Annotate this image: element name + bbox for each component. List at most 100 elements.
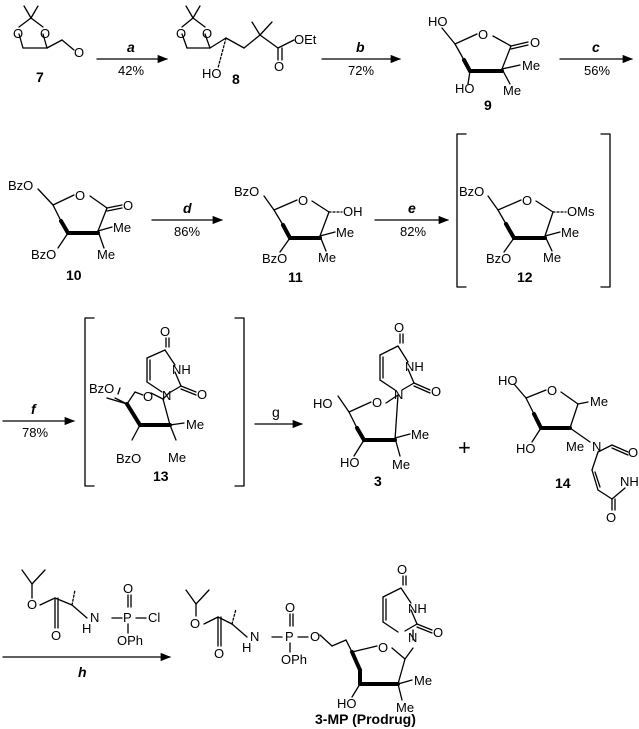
- atom-label: BzO: [89, 381, 115, 396]
- atom-label: Me: [97, 247, 116, 262]
- structure-14: [513, 383, 629, 511]
- atom-label: O: [606, 510, 617, 525]
- structure-9: [441, 27, 529, 85]
- atom-label: N: [250, 629, 260, 644]
- atom-label: NH: [405, 359, 424, 374]
- yield-label-a: 42%: [118, 63, 145, 78]
- atom-label: N: [592, 439, 602, 454]
- structure-7: [18, 5, 75, 51]
- atom-label: H: [242, 640, 252, 655]
- compound-number: 10: [66, 267, 82, 283]
- atom-label: Me: [561, 225, 580, 240]
- atom-label: Me: [186, 417, 205, 432]
- atom-label: O: [628, 445, 639, 460]
- atom-label: O: [51, 628, 62, 643]
- atom-label: O: [310, 629, 321, 644]
- atom-label: Me: [411, 427, 430, 442]
- atom-label: Me: [414, 673, 433, 688]
- brackets: [84, 133, 611, 487]
- atom-label: Me: [590, 394, 609, 409]
- structure-prodrug: [185, 575, 433, 701]
- atom-label: O: [378, 640, 389, 655]
- compound-number: 12: [517, 269, 533, 285]
- atom-label: BzO: [116, 451, 142, 466]
- reagent-label-g: g: [272, 404, 280, 420]
- structure-10: [37, 188, 123, 249]
- atom-label: BzO: [8, 178, 34, 193]
- atom-label: O: [27, 597, 38, 612]
- structure-reagent-h: [21, 569, 147, 634]
- atom-label: OPh: [117, 633, 144, 648]
- plus-sign: +: [458, 435, 471, 460]
- structure-13: [106, 337, 197, 441]
- atom-label: OEt: [294, 32, 317, 47]
- atom-label: OMs: [567, 204, 595, 219]
- atom-label: O: [530, 35, 541, 50]
- atom-label: HO: [313, 396, 333, 411]
- atom-label: Me: [543, 250, 562, 265]
- atom-label: Me: [392, 457, 411, 472]
- atom-label: HO: [202, 66, 222, 81]
- atom-label: O: [75, 188, 86, 203]
- atom-label: P: [285, 629, 294, 644]
- atom-label: NH: [172, 362, 191, 377]
- atom-label: OH: [343, 204, 363, 219]
- atom-label: O: [123, 198, 134, 213]
- atom-label: HO: [455, 81, 475, 96]
- atom-label: N: [162, 388, 172, 403]
- atom-label: HO: [498, 373, 518, 388]
- compound-number: 9: [484, 97, 492, 113]
- atom-label: O: [160, 324, 171, 339]
- compound-number: 7: [36, 69, 44, 85]
- yield-label-b: 72%: [348, 63, 375, 78]
- atom-label: BzO: [459, 184, 485, 199]
- reaction-arrows: [2, 54, 634, 662]
- compound-number: 14: [555, 475, 571, 491]
- atom-label: Me: [168, 450, 187, 465]
- atom-label: O: [176, 26, 187, 41]
- structure-11: [263, 195, 343, 253]
- atom-label: P: [123, 610, 132, 625]
- bracket-13-right: [234, 317, 245, 487]
- yield-label-d: 86%: [174, 224, 201, 239]
- atom-label: HO: [340, 455, 360, 470]
- atom-label: O: [123, 581, 134, 596]
- reagent-label-h: h: [78, 664, 87, 680]
- compound-number: 8: [232, 71, 240, 87]
- atom-label: O: [547, 383, 558, 398]
- atom-label: O: [433, 625, 444, 640]
- yield-label-c: 56%: [584, 63, 611, 78]
- compound-number: 13: [153, 468, 169, 484]
- atom-label: O: [13, 26, 24, 41]
- atom-label: BzO: [31, 247, 57, 262]
- reagent-label-d: d: [183, 200, 192, 216]
- atom-label: BzO: [486, 251, 512, 266]
- yield-label-f: 78%: [22, 425, 49, 440]
- atom-label: N: [408, 630, 418, 645]
- atom-label: O: [74, 45, 85, 60]
- atom-label: O: [298, 193, 309, 208]
- atom-label: O: [522, 193, 533, 208]
- bracket-13-left: [84, 317, 95, 487]
- compound-number: 11: [288, 269, 303, 285]
- atom-label: O: [214, 646, 225, 661]
- atom-label: N: [90, 610, 100, 625]
- atom-label: O: [431, 384, 442, 399]
- atom-label: HO: [516, 441, 536, 456]
- compound-number: 3-MP (Prodrug): [315, 711, 416, 727]
- atom-label: Me: [318, 250, 337, 265]
- atom-label: Cl: [148, 610, 161, 625]
- atom-label: HO: [428, 14, 448, 29]
- atom-label: O: [397, 562, 408, 577]
- atom-label: O: [40, 26, 51, 41]
- atom-label: OPh: [281, 652, 308, 667]
- atom-label: Me: [522, 58, 541, 73]
- reagent-label-a: a: [127, 39, 135, 55]
- atom-label: HO: [337, 696, 357, 711]
- atom-label: O: [202, 26, 213, 41]
- atom-label: Me: [336, 225, 355, 240]
- atom-label: NH: [408, 601, 427, 616]
- bracket-12-left: [456, 133, 467, 288]
